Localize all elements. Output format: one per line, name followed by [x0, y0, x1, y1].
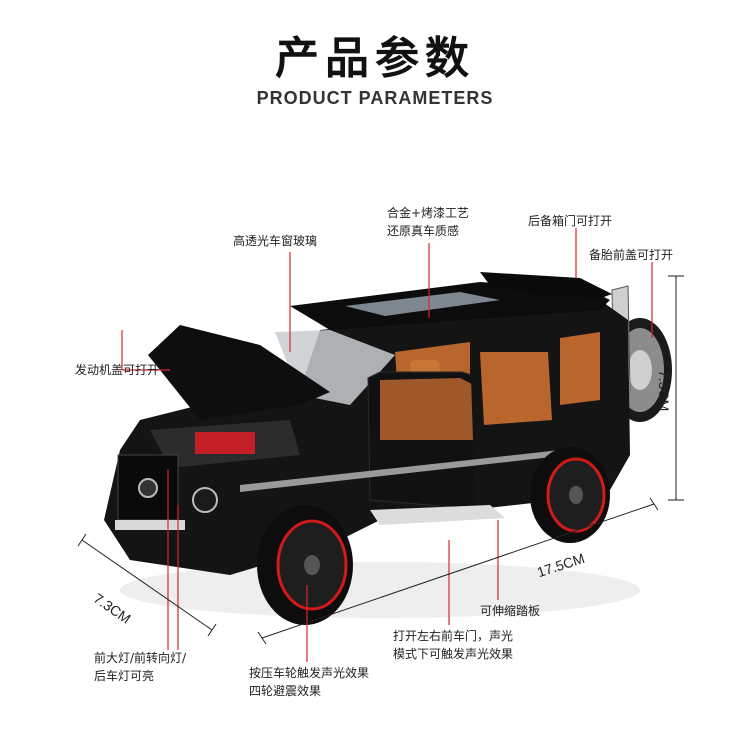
- callout-step: 可伸缩踏板: [480, 604, 541, 618]
- callout-paint-line2: 还原真车质感: [387, 224, 460, 238]
- rear-door-window-view: [480, 352, 552, 425]
- callout-paint: 合金+烤漆工艺 还原真车质感: [387, 204, 469, 240]
- callout-lights-line1: 前大灯/前转向灯/: [94, 651, 187, 665]
- callout-wheel: 按压车轮触发声光效果 四轮避震效果: [249, 664, 369, 700]
- callout-lights: 前大灯/前转向灯/ 后车灯可亮: [94, 649, 186, 685]
- callout-wheel-line2: 四轮避震效果: [249, 684, 322, 698]
- dimension-lines: [77, 275, 684, 645]
- callout-door-line2: 模式下可触发声光效果: [393, 647, 514, 661]
- callout-paint-line1: 合金+烤漆工艺: [387, 206, 470, 220]
- callout-lights-line2: 后车灯可亮: [94, 669, 155, 683]
- callout-hood: 发动机盖可打开: [75, 363, 160, 377]
- license-plate: [115, 520, 185, 530]
- side-stripe: [240, 450, 560, 492]
- page-subtitle: PRODUCT PARAMETERS: [256, 88, 494, 108]
- ground-shadow: [120, 562, 640, 618]
- headlight: [192, 487, 218, 513]
- engine-cover: [195, 432, 255, 454]
- side-step: [370, 505, 505, 525]
- rear-wheel: [530, 447, 610, 543]
- rear-spoiler: [480, 272, 612, 300]
- dimension-height: 7.3CM: [656, 370, 672, 412]
- sunroof: [345, 292, 500, 316]
- callout-trunk: 后备箱门可打开: [528, 214, 613, 228]
- open-hood: [148, 325, 330, 420]
- callout-door-line1: 打开左右前车门，声光: [393, 629, 514, 643]
- callout-lines: [121, 228, 653, 662]
- rear-window: [560, 332, 600, 405]
- callout-glass: 高透光车窗玻璃: [233, 234, 318, 248]
- callout-door: 打开左右前车门，声光 模式下可触发声光效果: [393, 627, 513, 663]
- callout-spare: 备胎前盖可打开: [589, 248, 674, 262]
- grille-badge: [138, 478, 158, 498]
- front-wheel: [257, 505, 353, 625]
- page-title: 产品参数: [275, 33, 475, 84]
- callout-wheel-line1: 按压车轮触发声光效果: [249, 666, 370, 680]
- door-window-view: [380, 378, 476, 440]
